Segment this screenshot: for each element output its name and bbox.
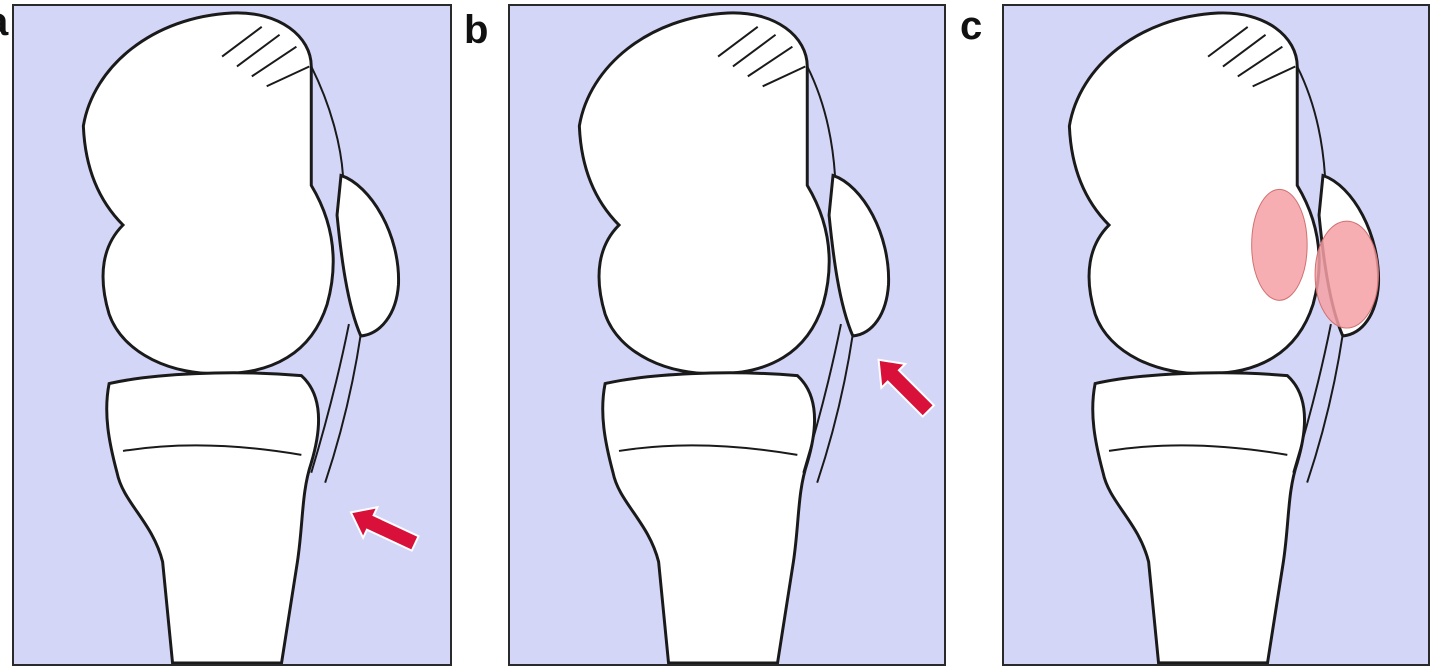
tibia xyxy=(1093,373,1305,663)
patella xyxy=(829,175,889,336)
red-arrow-icon xyxy=(343,498,422,559)
patellar-tendon xyxy=(311,324,361,483)
red-lesion-icon xyxy=(1252,189,1307,300)
red-arrow-icon xyxy=(866,349,940,423)
panel-label-b: b xyxy=(464,10,488,50)
knee-illustration-c xyxy=(1004,6,1428,664)
panel-b xyxy=(508,4,946,666)
red-lesion-icon xyxy=(1315,221,1378,328)
knee-illustration-b xyxy=(510,6,944,664)
tibia xyxy=(107,373,319,663)
panel-a xyxy=(12,4,452,666)
patella xyxy=(337,175,399,336)
tibia xyxy=(603,373,815,663)
femur xyxy=(83,13,333,374)
panel-label-c: c xyxy=(960,6,982,46)
knee-illustration-a xyxy=(14,6,450,664)
panel-c xyxy=(1002,4,1430,666)
panel-label-a: a xyxy=(0,2,8,42)
femur xyxy=(579,13,829,374)
